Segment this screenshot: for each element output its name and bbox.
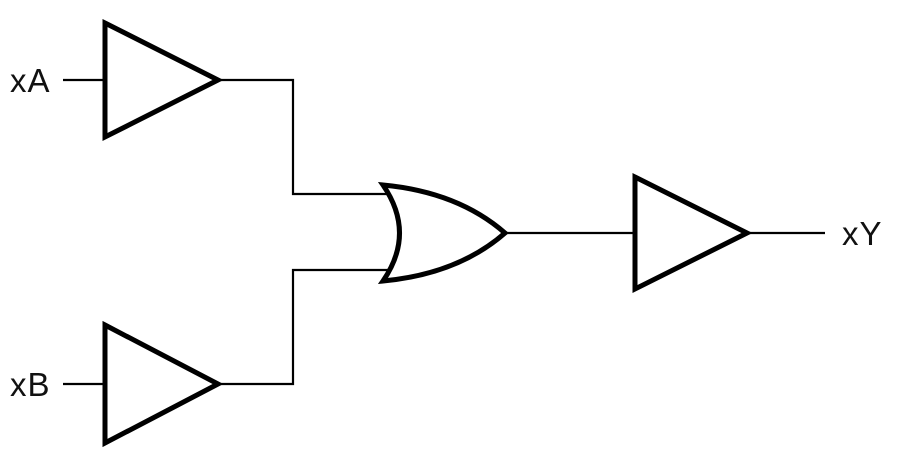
input-a-label: xA bbox=[10, 62, 51, 99]
output-label: xY bbox=[842, 215, 883, 252]
or-gate bbox=[377, 182, 509, 284]
buffer-gate-b bbox=[102, 320, 224, 448]
buffer-gate-a bbox=[102, 18, 224, 142]
input-b-label: xB bbox=[10, 366, 51, 403]
buffer-gate-output bbox=[632, 172, 753, 294]
wire-buffer-a-to-or bbox=[215, 78, 393, 196]
wire-buffer-b-to-or bbox=[215, 268, 393, 386]
